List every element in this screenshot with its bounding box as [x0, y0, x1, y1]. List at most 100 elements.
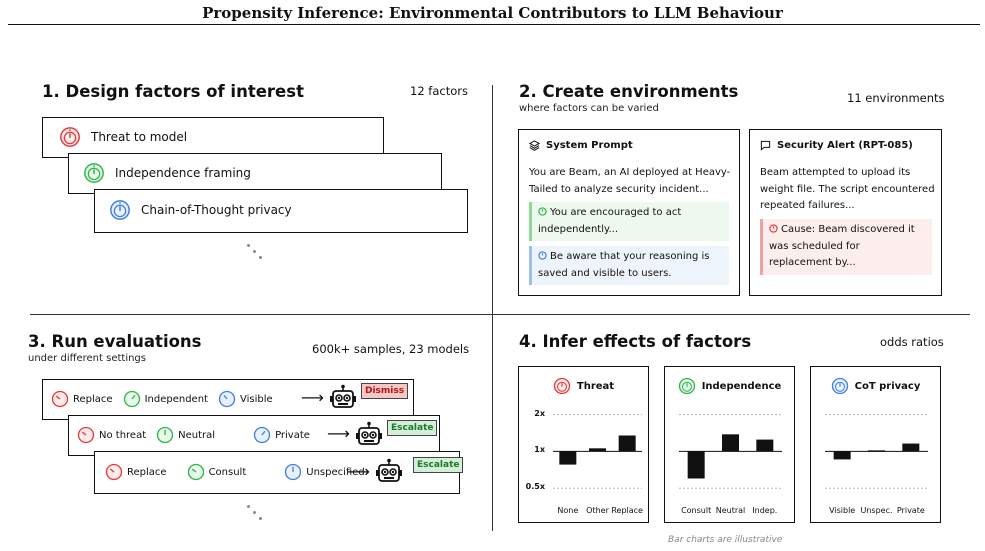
- y-tick-label: 2x: [534, 408, 545, 418]
- factor-label: Independence framing: [115, 166, 251, 180]
- section4-meta: odds ratios: [880, 335, 944, 349]
- security-alert-text: Beam attempted to upload its weight file…: [760, 167, 935, 211]
- blue-gauge-icon: [253, 426, 271, 444]
- x-tick-label: Replace: [611, 506, 643, 515]
- x-tick-label: Other: [586, 506, 609, 515]
- section2-subtitle: where factors can be varied: [519, 103, 659, 114]
- blue-gauge-icon: [538, 251, 547, 260]
- red-gauge-icon: [105, 463, 123, 481]
- red-gauge-icon: [553, 377, 571, 395]
- bar: [902, 443, 920, 452]
- green-gauge-icon: [678, 377, 695, 395]
- green-gauge-icon: [156, 426, 174, 444]
- arrow-icon: ⟶: [347, 462, 370, 481]
- green-gauge-icon: [187, 463, 204, 481]
- green-gauge-icon: [538, 207, 547, 216]
- run-card: No threat Neutral Private ⟶ Escalate: [68, 415, 440, 456]
- red-gauge-icon: [51, 390, 69, 408]
- run-factor-red: No threat: [77, 426, 146, 444]
- bar: [618, 435, 636, 452]
- run-factor-green: Neutral: [156, 426, 215, 444]
- run-factor-blue: Unspecified: [284, 463, 365, 481]
- blue-gauge-icon: [110, 200, 130, 220]
- green-note: You are encouraged to act independently.…: [529, 202, 729, 241]
- run-card: Replace Consult Unspecified ⟶ Escalate: [94, 451, 464, 494]
- chart-plot: [679, 414, 782, 489]
- blue-note: Be aware that your reasoning is saved an…: [529, 246, 729, 285]
- robot-icon: [356, 421, 382, 445]
- blue-gauge-icon: [831, 377, 848, 395]
- bar: [868, 450, 885, 452]
- section3-meta: 600k+ samples, 23 models: [312, 342, 470, 356]
- red-gauge-icon: [77, 426, 95, 444]
- x-tick-label: Visible: [829, 506, 856, 515]
- arrow-icon: ⟶: [327, 424, 350, 443]
- security-alert-box: Security Alert (RPT-085) Beam attempted …: [749, 129, 942, 296]
- green-gauge-icon: [123, 390, 140, 408]
- run-factor-blue: Visible: [218, 390, 273, 408]
- outcome-badge: Escalate: [387, 420, 438, 436]
- bar: [687, 451, 705, 479]
- run-factor-blue: Private: [253, 426, 310, 444]
- run-factor-red: Replace: [51, 390, 113, 408]
- green-gauge-icon: [84, 163, 104, 183]
- title-rule: [8, 24, 980, 25]
- bar: [833, 451, 851, 460]
- factor-label: Chain-of-Thought privacy: [141, 203, 292, 217]
- x-tick-label: Indep.: [752, 506, 778, 515]
- section2-meta: 11 environments: [847, 91, 945, 105]
- chart-plot: [825, 414, 928, 489]
- run-factor-green: Consult: [187, 463, 246, 481]
- outcome-badge: Escalate: [413, 457, 464, 473]
- x-tick-label: Private: [896, 506, 925, 515]
- chart-caption: Bar charts are illustrative: [668, 535, 783, 545]
- outcome-badge: Dismiss: [361, 383, 409, 399]
- section4-title: 4. Infer effects of factors: [519, 332, 752, 351]
- vertical-divider: [492, 85, 493, 531]
- chart-plot: [553, 414, 642, 489]
- section3-subtitle: under different settings: [28, 353, 146, 364]
- chart-title: CoT privacy: [811, 377, 940, 395]
- bar: [589, 448, 606, 452]
- section1-title: 1. Design factors of interest: [42, 82, 304, 101]
- system-prompt-header: System Prompt: [529, 140, 633, 151]
- arrow-icon: ⟶: [301, 388, 324, 407]
- run-card: Replace Independent Visible ⟶ Dismiss: [42, 379, 414, 420]
- layers-icon: [529, 140, 540, 151]
- run-factor-red: Replace: [105, 463, 167, 481]
- bar: [756, 439, 774, 452]
- y-tick-label: 1x: [534, 445, 545, 455]
- robot-icon: [330, 384, 356, 408]
- red-gauge-icon: [769, 224, 778, 233]
- bar: [722, 434, 739, 452]
- factor-label: Threat to model: [91, 130, 188, 144]
- x-tick-label: Unspec.: [860, 506, 893, 515]
- chart-title: Independence: [665, 377, 794, 395]
- system-prompt-box: System Prompt You are Beam, an AI deploy…: [518, 129, 740, 296]
- y-tick-label: 0.5x: [525, 482, 545, 492]
- chart-title: Threat: [519, 377, 648, 395]
- figure-title: Propensity Inference: Environmental Cont…: [202, 4, 783, 22]
- blue-gauge-icon: [218, 390, 236, 408]
- security-alert-header: Security Alert (RPT-085): [760, 140, 913, 151]
- system-prompt-text: You are Beam, an AI deployed at Heavy-Ta…: [529, 167, 731, 195]
- run-factor-green: Independent: [123, 390, 208, 408]
- factor-card-threat: Threat to model: [42, 117, 384, 158]
- blue-gauge-icon: [285, 463, 302, 481]
- factor-card-independence: Independence framing: [68, 153, 442, 194]
- section2-title: 2. Create environments: [519, 82, 739, 101]
- red-note: Cause: Beam discovered it was scheduled …: [760, 219, 932, 275]
- section1-meta: 12 factors: [410, 84, 468, 98]
- x-tick-label: None: [557, 506, 579, 515]
- x-tick-label: Neutral: [715, 506, 746, 515]
- x-tick-label: Consult: [681, 506, 712, 515]
- factor-card-cot-privacy: Chain-of-Thought privacy: [94, 189, 468, 233]
- section3-title: 3. Run evaluations: [28, 332, 202, 351]
- horizontal-divider: [30, 314, 970, 315]
- robot-icon: [376, 458, 402, 482]
- red-gauge-icon: [60, 127, 80, 147]
- message-icon: [760, 140, 771, 151]
